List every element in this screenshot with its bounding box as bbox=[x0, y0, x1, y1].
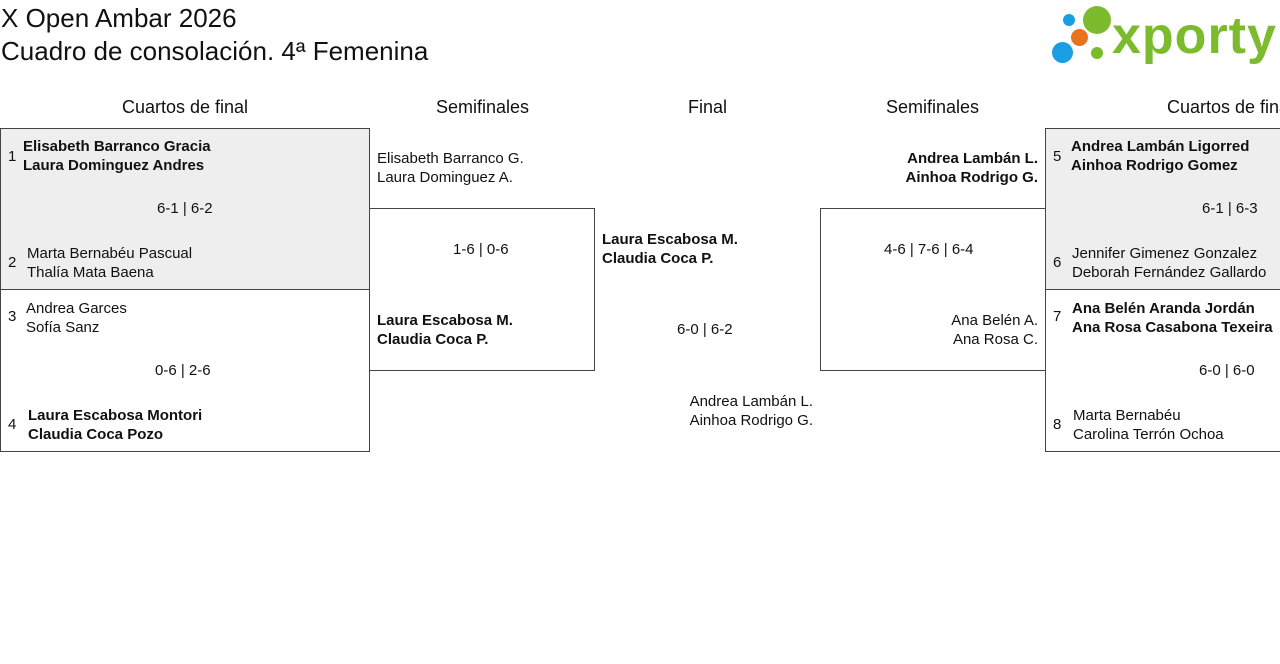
round-header-final: Final bbox=[687, 97, 727, 117]
team-b-player-1: Jennifer Gimenez Gonzalez bbox=[1072, 245, 1258, 262]
team-a-player-1: Elisabeth Barranco G. bbox=[377, 150, 524, 167]
team-a-player-2: Sofía Sanz bbox=[26, 319, 100, 336]
team-b-player-1: Laura Escabosa Montori bbox=[28, 407, 203, 424]
qf-right-match-1[interactable]: 5 Andrea Lambán Ligorred Ainhoa Rodrigo … bbox=[1045, 128, 1280, 290]
tournament-title: X Open Ambar 2026 bbox=[1, 3, 237, 33]
seed-number: 7 bbox=[1053, 308, 1062, 325]
seed-number: 5 bbox=[1053, 148, 1062, 165]
team-b-player-1: Marta Bernabéu bbox=[1073, 407, 1181, 424]
qf-left-match-2[interactable]: 3 Andrea Garces Sofía Sanz 0-6 | 2-6 4 L… bbox=[0, 289, 370, 452]
team-a-player-2: Ainhoa Rodrigo Gomez bbox=[1071, 157, 1238, 174]
seed-number: 6 bbox=[1053, 254, 1062, 271]
logo-dot-orange bbox=[1071, 29, 1088, 46]
logo-dot-blue-small bbox=[1063, 14, 1075, 26]
logo-wordmark: xporty bbox=[1112, 7, 1277, 65]
match-score: 0-6 | 2-6 bbox=[155, 362, 211, 379]
team-a-player-2: Laura Dominguez A. bbox=[377, 169, 513, 186]
round-header-sf-left: Semifinales bbox=[435, 97, 530, 117]
seed-number: 2 bbox=[8, 254, 17, 271]
sf-right-team-a[interactable]: Andrea Lambán L. Ainhoa Rodrigo G. bbox=[820, 149, 1039, 187]
final-score: 6-0 | 6-2 bbox=[677, 321, 733, 338]
match-score: 4-6 | 7-6 | 6-4 bbox=[884, 241, 974, 258]
team-a-player-1: Ana Belén Aranda Jordán bbox=[1072, 300, 1255, 317]
round-header-sf-right: Semifinales bbox=[885, 97, 980, 117]
team-a-player-1: Laura Escabosa M. bbox=[602, 231, 738, 248]
team-b-player-2: Ana Rosa C. bbox=[952, 331, 1038, 348]
team-a-player-2: Laura Dominguez Andres bbox=[23, 157, 205, 174]
match-score: 6-1 | 6-3 bbox=[1202, 200, 1258, 217]
seed-number: 1 bbox=[8, 148, 17, 165]
team-b-player-2: Claudia Coca P. bbox=[377, 331, 489, 348]
team-a-player-1: Andrea Lambán L. bbox=[907, 150, 1038, 167]
team-a-player-1: Andrea Garces bbox=[26, 300, 127, 317]
sf-left-team-a[interactable]: Elisabeth Barranco G. Laura Dominguez A. bbox=[377, 149, 524, 187]
logo-dot-green-small bbox=[1091, 47, 1103, 59]
xporty-logo[interactable]: xporty bbox=[1050, 4, 1276, 68]
seed-number: 4 bbox=[8, 416, 17, 433]
qf-right-match-2[interactable]: 7 Ana Belén Aranda Jordán Ana Rosa Casab… bbox=[1045, 289, 1280, 452]
team-b-player-1: Ana Belén A. bbox=[951, 312, 1038, 329]
team-b-player-1: Andrea Lambán L. bbox=[689, 393, 813, 410]
sf-right-bracket-connector: 4-6 | 7-6 | 6-4 Ana Belén A. Ana Rosa C. bbox=[820, 208, 1046, 371]
team-b-player-2: Carolina Terrón Ochoa bbox=[1073, 426, 1224, 443]
round-header-qf-right: Cuartos de final bbox=[1166, 97, 1280, 117]
team-a-player-1: Andrea Lambán Ligorred bbox=[1071, 138, 1250, 155]
match-score: 6-0 | 6-0 bbox=[1199, 362, 1255, 379]
team-b-player-2: Deborah Fernández Gallardo bbox=[1072, 264, 1267, 281]
team-b-player-2: Ainhoa Rodrigo G. bbox=[689, 412, 813, 429]
final-team-b[interactable]: Andrea Lambán L. Ainhoa Rodrigo G. bbox=[660, 392, 813, 430]
sf-left-bracket-connector: 1-6 | 0-6 Laura Escabosa M. Claudia Coca… bbox=[369, 208, 595, 371]
sf-left-team-b[interactable]: Laura Escabosa M. Claudia Coca P. bbox=[377, 311, 513, 349]
seed-number: 3 bbox=[8, 308, 17, 325]
team-a-player-1: Elisabeth Barranco Gracia bbox=[23, 138, 211, 155]
qf-left-match-1[interactable]: 1 Elisabeth Barranco Gracia Laura Doming… bbox=[0, 128, 370, 290]
team-a-player-2: Ainhoa Rodrigo G. bbox=[905, 169, 1039, 186]
logo-dot-blue-large bbox=[1052, 42, 1073, 63]
team-b-player-2: Thalía Mata Baena bbox=[27, 264, 154, 281]
draw-subtitle: Cuadro de consolación. 4ª Femenina bbox=[1, 36, 429, 66]
team-a-player-2: Claudia Coca P. bbox=[602, 250, 714, 267]
logo-dot-green-large bbox=[1083, 6, 1111, 34]
team-b-player-2: Claudia Coca Pozo bbox=[28, 426, 164, 443]
team-b-player-1: Laura Escabosa M. bbox=[377, 312, 513, 329]
match-score: 6-1 | 6-2 bbox=[157, 200, 213, 217]
seed-number: 8 bbox=[1053, 416, 1062, 433]
final-team-a[interactable]: Laura Escabosa M. Claudia Coca P. bbox=[602, 230, 738, 268]
team-a-player-2: Ana Rosa Casabona Texeira bbox=[1072, 319, 1273, 336]
round-header-qf-left: Cuartos de final bbox=[121, 97, 249, 117]
team-b-player-1: Marta Bernabéu Pascual bbox=[27, 245, 193, 262]
match-score: 1-6 | 0-6 bbox=[453, 241, 509, 258]
sf-right-team-b[interactable]: Ana Belén A. Ana Rosa C. bbox=[821, 311, 1038, 349]
